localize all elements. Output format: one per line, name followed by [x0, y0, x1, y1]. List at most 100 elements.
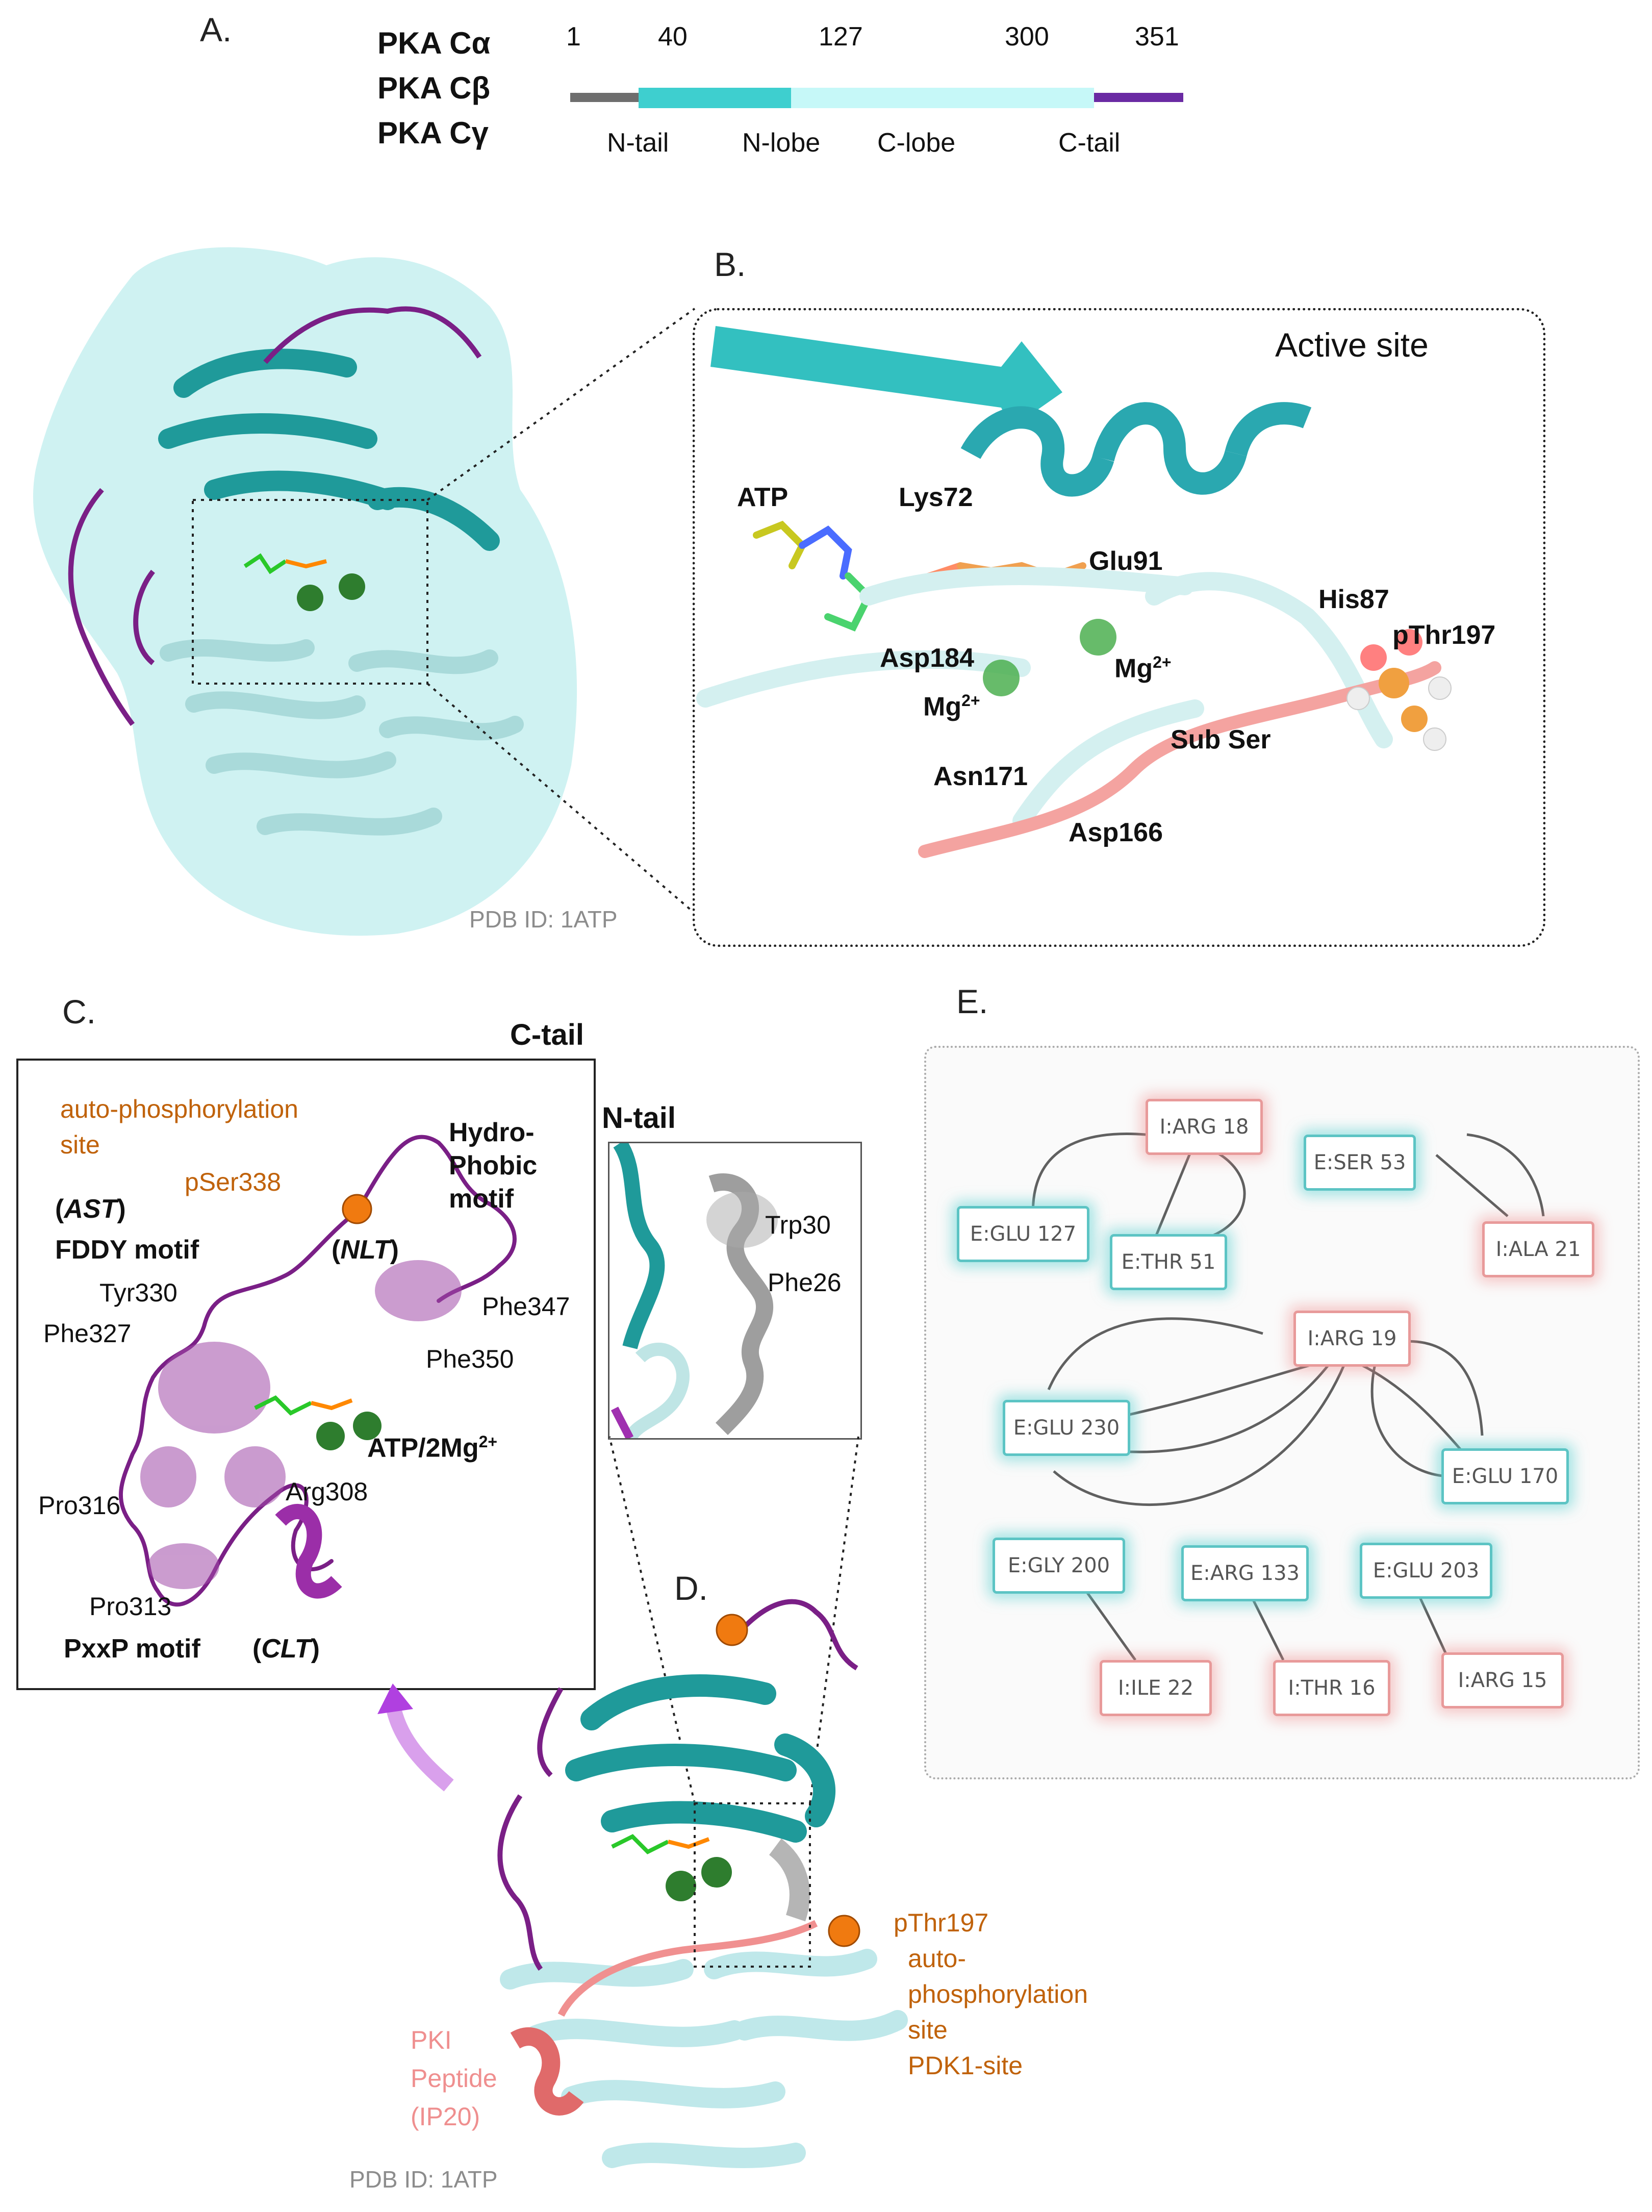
node-i-ile22: I:ILE 22 — [1100, 1660, 1212, 1716]
label-pser338: pSer338 — [185, 1168, 282, 1196]
pdb-id-b: PDB ID: 1ATP — [469, 906, 618, 933]
isoform-alpha: PKA Cα — [377, 26, 491, 60]
label-asn171: Asn171 — [933, 762, 1028, 791]
c-mg-1 — [316, 1422, 345, 1450]
label-nlt: (NLT) — [332, 1235, 399, 1265]
position-300: 300 — [1005, 22, 1049, 52]
domain-label-clobe: C-lobe — [877, 128, 956, 158]
label-glu91: Glu91 — [1089, 546, 1163, 576]
label-subser: Sub Ser — [1171, 725, 1271, 755]
isoform-beta: PKA Cβ — [377, 71, 491, 105]
label-atp: ATP — [737, 483, 789, 512]
pdb-id-d: PDB ID: 1ATP — [349, 2166, 498, 2193]
label-trp30: Trp30 — [765, 1211, 831, 1239]
node-i-ala21: I:ALA 21 — [1482, 1221, 1594, 1277]
label-ntail: N-tail — [602, 1101, 676, 1135]
label-ctail: C-tail — [510, 1018, 584, 1051]
d-zoom-box — [694, 1802, 811, 1968]
label-pki-2: Peptide — [411, 2064, 497, 2093]
isoform-gamma: PKA Cγ — [377, 116, 489, 150]
node-e-glu127: E:GLU 127 — [957, 1206, 1089, 1262]
domain-label-ntail: N-tail — [607, 128, 669, 158]
label-phe350: Phe350 — [426, 1345, 514, 1373]
label-phe347: Phe347 — [482, 1292, 570, 1321]
domain-segment-c-tail — [1094, 93, 1183, 102]
label-auto-phos-2: site — [60, 1130, 100, 1159]
label-fddy: FDDY motif — [55, 1235, 199, 1265]
pthr197-spheres — [1346, 629, 1452, 751]
position-351: 351 — [1135, 22, 1179, 52]
overview-mg-2 — [339, 573, 365, 600]
node-e-glu203: E:GLU 203 — [1360, 1543, 1492, 1599]
position-1: 1 — [566, 22, 581, 52]
label-pxxp: PxxP motif — [64, 1634, 200, 1664]
panel-b-letter: B. — [714, 245, 746, 283]
active-site-mg-1 — [983, 660, 1020, 696]
d-mg-1 — [666, 1871, 696, 1901]
interaction-network: I:ARG 18 E:SER 53 E:GLU 127 E:THR 51 I:A… — [924, 1046, 1640, 1779]
label-pthr197-d: pThr197 — [894, 1908, 989, 1937]
label-ast: (AST) — [55, 1194, 126, 1224]
label-hydro-1: Hydro- — [449, 1118, 535, 1147]
panel-a-letter: A. — [200, 11, 232, 48]
node-e-glu170: E:GLU 170 — [1441, 1448, 1569, 1504]
domain-segment-n-lobe — [638, 88, 791, 108]
overview-atp — [243, 553, 327, 574]
active-site-box — [693, 308, 1545, 947]
label-his87: His87 — [1318, 585, 1389, 614]
position-40: 40 — [658, 22, 688, 52]
overview-mg-1 — [297, 585, 323, 611]
label-auto-d-2: phosphorylation — [908, 1980, 1088, 2008]
node-e-ser53: E:SER 53 — [1304, 1135, 1416, 1191]
label-atp-2mg: ATP/2Mg2+ — [367, 1432, 498, 1463]
node-i-arg19: I:ARG 19 — [1293, 1311, 1411, 1367]
node-i-thr16: I:THR 16 — [1273, 1660, 1390, 1716]
d-pser338-sphere — [716, 1614, 748, 1646]
label-mg-b: Mg2+ — [1114, 653, 1172, 684]
domain-segment-n-tail — [570, 93, 639, 102]
label-lys72: Lys72 — [899, 483, 973, 512]
domain-label-nlobe: N-lobe — [742, 128, 821, 158]
n-tail-box — [608, 1142, 862, 1440]
node-i-arg15: I:ARG 15 — [1441, 1652, 1564, 1708]
label-auto-d-1: auto- — [908, 1944, 966, 1973]
panel-e-letter: E. — [956, 983, 988, 1020]
node-e-thr51: E:THR 51 — [1110, 1234, 1227, 1290]
label-pthr197-b: pThr197 — [1392, 620, 1496, 650]
label-phe327: Phe327 — [43, 1319, 132, 1348]
d-pthr197-sphere — [828, 1915, 860, 1947]
node-e-gly200: E:GLY 200 — [993, 1538, 1125, 1594]
active-site-structure — [696, 326, 1452, 858]
position-127: 127 — [819, 22, 863, 52]
label-asp166: Asp166 — [1069, 818, 1163, 847]
domain-segment-c-lobe — [791, 88, 1094, 108]
c-mg-2 — [353, 1412, 382, 1440]
d-mg-2 — [701, 1857, 732, 1888]
pser338-sphere — [342, 1194, 372, 1224]
active-site-title: Active site — [1275, 326, 1429, 364]
label-phe26: Phe26 — [768, 1268, 842, 1297]
label-pdk1: PDK1-site — [908, 2051, 1023, 2080]
n-lobe-sheet — [158, 348, 500, 551]
node-i-arg18: I:ARG 18 — [1146, 1099, 1263, 1155]
tails — [68, 306, 482, 726]
label-hydro-3: motif — [449, 1184, 514, 1214]
label-auto-d-3: site — [908, 2016, 948, 2044]
label-arg308: Arg308 — [286, 1477, 368, 1506]
label-mg-a: Mg2+ — [923, 691, 980, 722]
node-e-glu230: E:GLU 230 — [1003, 1400, 1130, 1456]
label-pro313: Pro313 — [89, 1592, 172, 1621]
label-pki-1: PKI — [411, 2026, 452, 2054]
label-pro316: Pro316 — [38, 1491, 121, 1520]
purple-arrow — [385, 1702, 454, 1792]
label-asp184: Asp184 — [880, 643, 974, 673]
active-site-mg-2 — [1080, 619, 1116, 656]
panel-c-letter: C. — [62, 993, 96, 1030]
label-pki-3: (IP20) — [411, 2102, 480, 2131]
domain-label-ctail: C-tail — [1058, 128, 1121, 158]
c-lobe-helices — [160, 639, 524, 836]
panel-d-letter: D. — [674, 1569, 708, 1607]
